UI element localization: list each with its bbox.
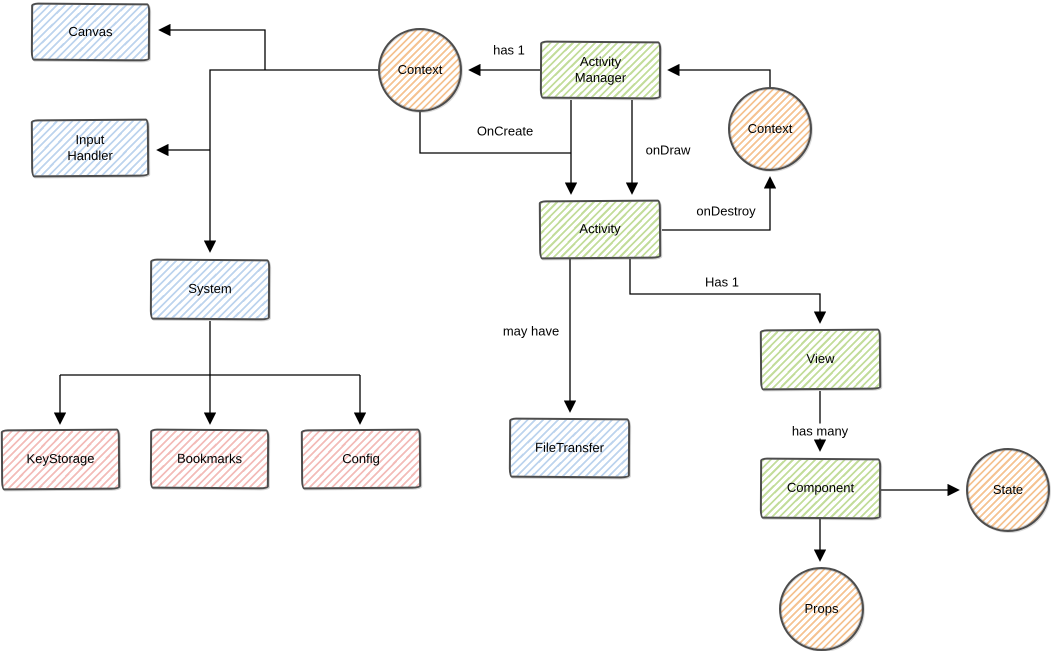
node-context-right: Context — [728, 87, 812, 171]
node-component-label: Component — [786, 480, 855, 496]
node-activity: Activity — [538, 199, 662, 260]
node-system: System — [149, 258, 271, 321]
node-state: State — [966, 448, 1050, 532]
edge-context2-activitymanager — [667, 63, 771, 88]
node-activity-manager: Activity Manager — [539, 40, 662, 100]
edge-context-canvas — [158, 23, 266, 70]
edge-label-ondestroy: onDestroy — [693, 203, 759, 219]
edge-label-has-many: has many — [788, 423, 852, 439]
node-keystorage: KeyStorage — [0, 428, 121, 491]
node-activity-manager-label: Activity Manager — [574, 53, 627, 86]
node-input-handler: Input Handler — [30, 118, 150, 178]
edge-activity-view — [629, 259, 827, 324]
node-component: Component — [759, 457, 882, 520]
node-canvas: Canvas — [30, 2, 151, 62]
node-view-label: View — [806, 351, 835, 367]
edge-label-has-1: has 1 — [490, 42, 528, 58]
node-filetransfer-label: FileTransfer — [535, 439, 604, 456]
edge-label-ondraw: onDraw — [642, 142, 694, 158]
node-props: Props — [779, 567, 864, 651]
node-context-left: Context — [378, 28, 462, 112]
edge-context-system — [203, 69, 378, 253]
node-context-left-label: Context — [397, 61, 443, 77]
edge-label-oncreate: OnCreate — [473, 123, 537, 139]
node-bookmarks: Bookmarks — [149, 428, 270, 490]
node-context-right-label: Context — [747, 120, 793, 136]
edge-label-may-have: may have — [499, 323, 563, 339]
node-input-handler-label: Input Handler — [67, 131, 113, 164]
node-view: View — [759, 328, 882, 391]
node-canvas-label: Canvas — [68, 23, 113, 40]
node-filetransfer: FileTransfer — [508, 417, 631, 479]
node-state-label: State — [992, 481, 1024, 497]
node-props-label: Props — [804, 600, 839, 616]
node-system-label: System — [188, 281, 232, 297]
node-config: Config — [300, 428, 422, 490]
node-bookmarks-label: Bookmarks — [176, 450, 243, 467]
node-config-label: Config — [342, 450, 380, 467]
node-activity-label: Activity — [579, 221, 621, 237]
edge-label-has-1-cap: Has 1 — [702, 274, 742, 290]
node-keystorage-label: KeyStorage — [26, 451, 95, 467]
